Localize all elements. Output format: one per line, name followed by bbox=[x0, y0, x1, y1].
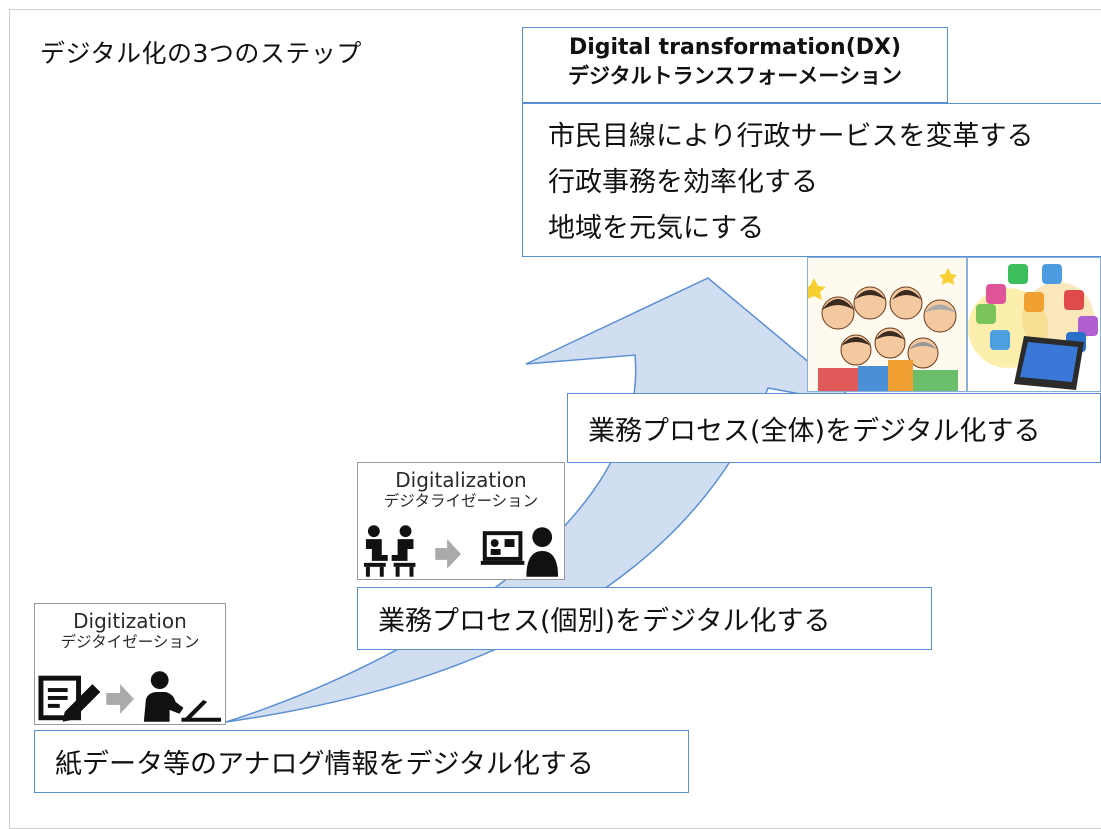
digitalization-title: Digitalization bbox=[395, 468, 527, 492]
digitization-description: 紙データ等のアナログ情報をデジタル化する bbox=[34, 730, 689, 793]
digitization-title: Digitization bbox=[73, 609, 187, 633]
dx-title: Digital transformation(DX) bbox=[568, 35, 902, 60]
digitalization-card: Digitalization デジタライゼーション bbox=[357, 462, 565, 580]
dx-goal: 地域を元気にする bbox=[548, 213, 765, 244]
digitalization-description: 業務プロセス(個別)をデジタル化する bbox=[357, 587, 932, 650]
diagram-title: デジタル化の3つのステップ bbox=[40, 39, 362, 68]
dx-goal: 行政事務を効率化する bbox=[548, 167, 818, 198]
dx-goals: 市民目線により行政サービスを変革する 行政事務を効率化する 地域を元気にする bbox=[522, 103, 1101, 257]
digitization-icons bbox=[38, 671, 222, 722]
digitization-card: Digitization デジタイゼーション bbox=[34, 603, 226, 725]
person-at-laptop-icon bbox=[143, 671, 222, 722]
dx-subtitle: デジタルトランスフォーメーション bbox=[568, 64, 902, 88]
online-meeting-icon bbox=[480, 527, 559, 577]
dx-description: 業務プロセス(全体)をデジタル化する bbox=[567, 393, 1101, 463]
arrow-right-icon bbox=[106, 684, 134, 714]
dx-header: Digital transformation(DX) デジタルトランスフォーメー… bbox=[522, 27, 948, 103]
happy-community-illustration bbox=[807, 257, 967, 392]
digitalization-icons bbox=[363, 525, 559, 577]
arrow-right-icon bbox=[435, 539, 461, 569]
digitization-subtitle: デジタイゼーション bbox=[60, 633, 200, 651]
document-edit-icon bbox=[38, 675, 101, 722]
dx-goal: 市民目線により行政サービスを変革する bbox=[548, 121, 1034, 152]
digitalization-subtitle: デジタライゼーション bbox=[383, 492, 539, 510]
smartphone-apps-illustration bbox=[967, 257, 1101, 392]
two-people-meeting-icon bbox=[363, 525, 416, 577]
